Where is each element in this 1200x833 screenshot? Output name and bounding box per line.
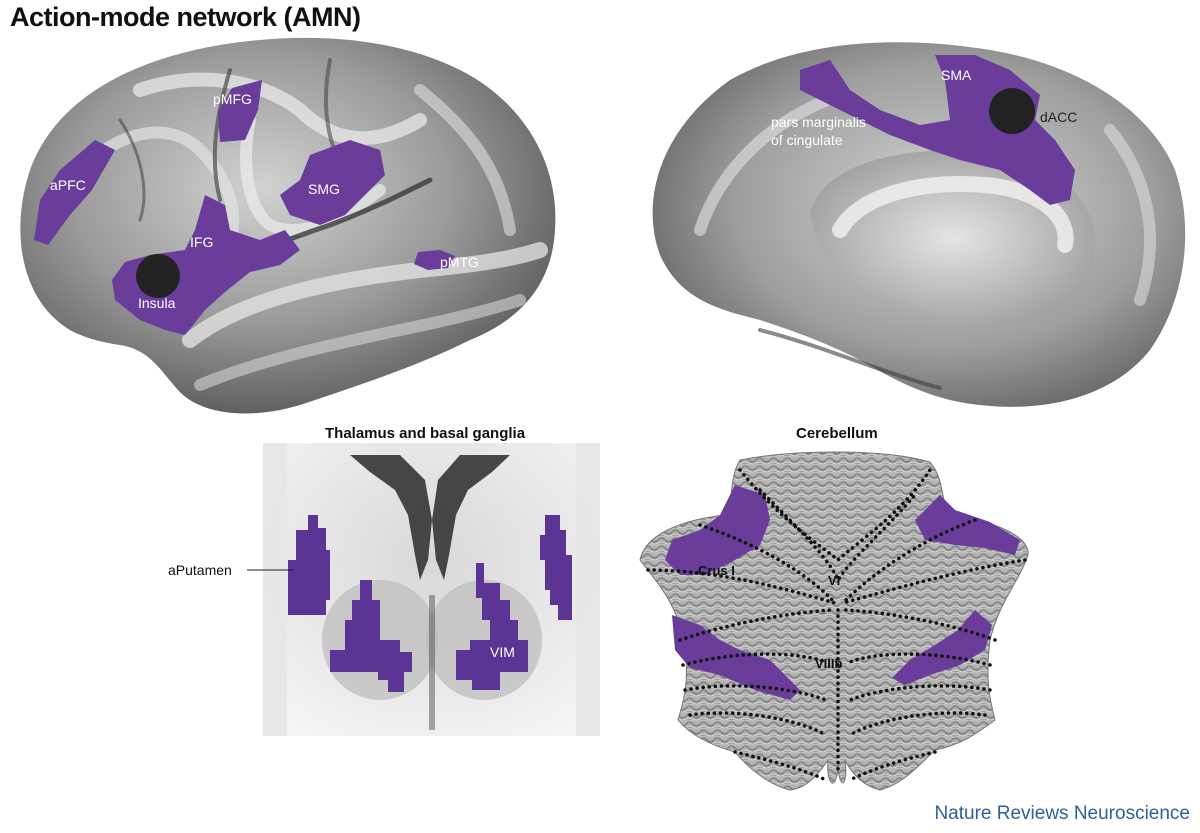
journal-credit: Nature Reviews Neuroscience (934, 803, 1190, 824)
gyrus-ridge (74, 126, 240, 246)
region-aputamen-left (288, 515, 330, 615)
medial-ridge (694, 89, 846, 236)
mri-side-band (576, 443, 600, 736)
insula-node (136, 254, 180, 298)
central-sulcus (212, 68, 232, 202)
label-crus-i: Crus I (698, 563, 735, 578)
region-ifg-insula (112, 195, 300, 335)
region-pmtg (414, 250, 455, 270)
label-pmtg: pMTG (440, 254, 479, 270)
medial-sulcus (758, 328, 942, 390)
temporal-gyrus (182, 242, 548, 348)
label-aputamen: aPutamen (168, 562, 232, 578)
label-insula: Insula (138, 295, 176, 311)
label-viiib: VIIIb (815, 656, 843, 671)
thalamus-panel-title: Thalamus and basal ganglia (325, 425, 526, 442)
region-apfc (34, 140, 115, 245)
label-vi: VI (828, 573, 840, 588)
region-smg (280, 140, 385, 225)
medial-ridge (1104, 124, 1156, 306)
region-viiib-right (892, 610, 992, 685)
gyrus-ridge (133, 72, 427, 146)
region-viiib-left (672, 615, 800, 700)
lateral-ventricles (432, 455, 510, 580)
figure-title: Action-mode network (AMN) (10, 2, 361, 32)
gyrus-ridge (414, 84, 516, 236)
lateral-ventricles (350, 455, 432, 580)
lateral-brain: pMFG aPFC SMG IFG Insula pMTG (20, 37, 556, 414)
thalamus-slice: aPutamen VIM (168, 443, 600, 736)
label-ifg: IFG (190, 234, 213, 250)
lateral-network-regions (34, 80, 455, 335)
cerebellum-panel-title: Cerebellum (796, 425, 878, 442)
region-thalamus-right (456, 563, 528, 690)
temporal-gyrus (194, 294, 526, 391)
label-sma: SMA (941, 67, 972, 83)
dacc-node (989, 88, 1035, 134)
mri-side-band (263, 443, 287, 736)
label-of-cingulate: of cingulate (771, 132, 843, 148)
lobule-boundaries (646, 468, 1027, 782)
region-pmfg (218, 80, 262, 142)
sulcus (118, 118, 146, 222)
thalamus-network-regions (288, 515, 572, 692)
label-apfc: aPFC (50, 177, 86, 193)
region-crus-right (915, 495, 1020, 555)
cerebellum-flatmap: Crus I VI VIIIb (639, 451, 1029, 791)
region-thalamus-left (330, 580, 412, 692)
label-smg: SMG (308, 181, 340, 197)
region-aputamen-right (540, 515, 572, 620)
medial-brain: SMA dACC pars marginalis of cingulate (652, 42, 1186, 407)
corpus-callosum (832, 176, 1074, 253)
label-pars-marginalis: pars marginalis (771, 114, 866, 130)
label-pmfg: pMFG (213, 91, 252, 107)
label-dacc: dACC (1040, 109, 1077, 125)
label-vim: VIM (490, 644, 515, 660)
